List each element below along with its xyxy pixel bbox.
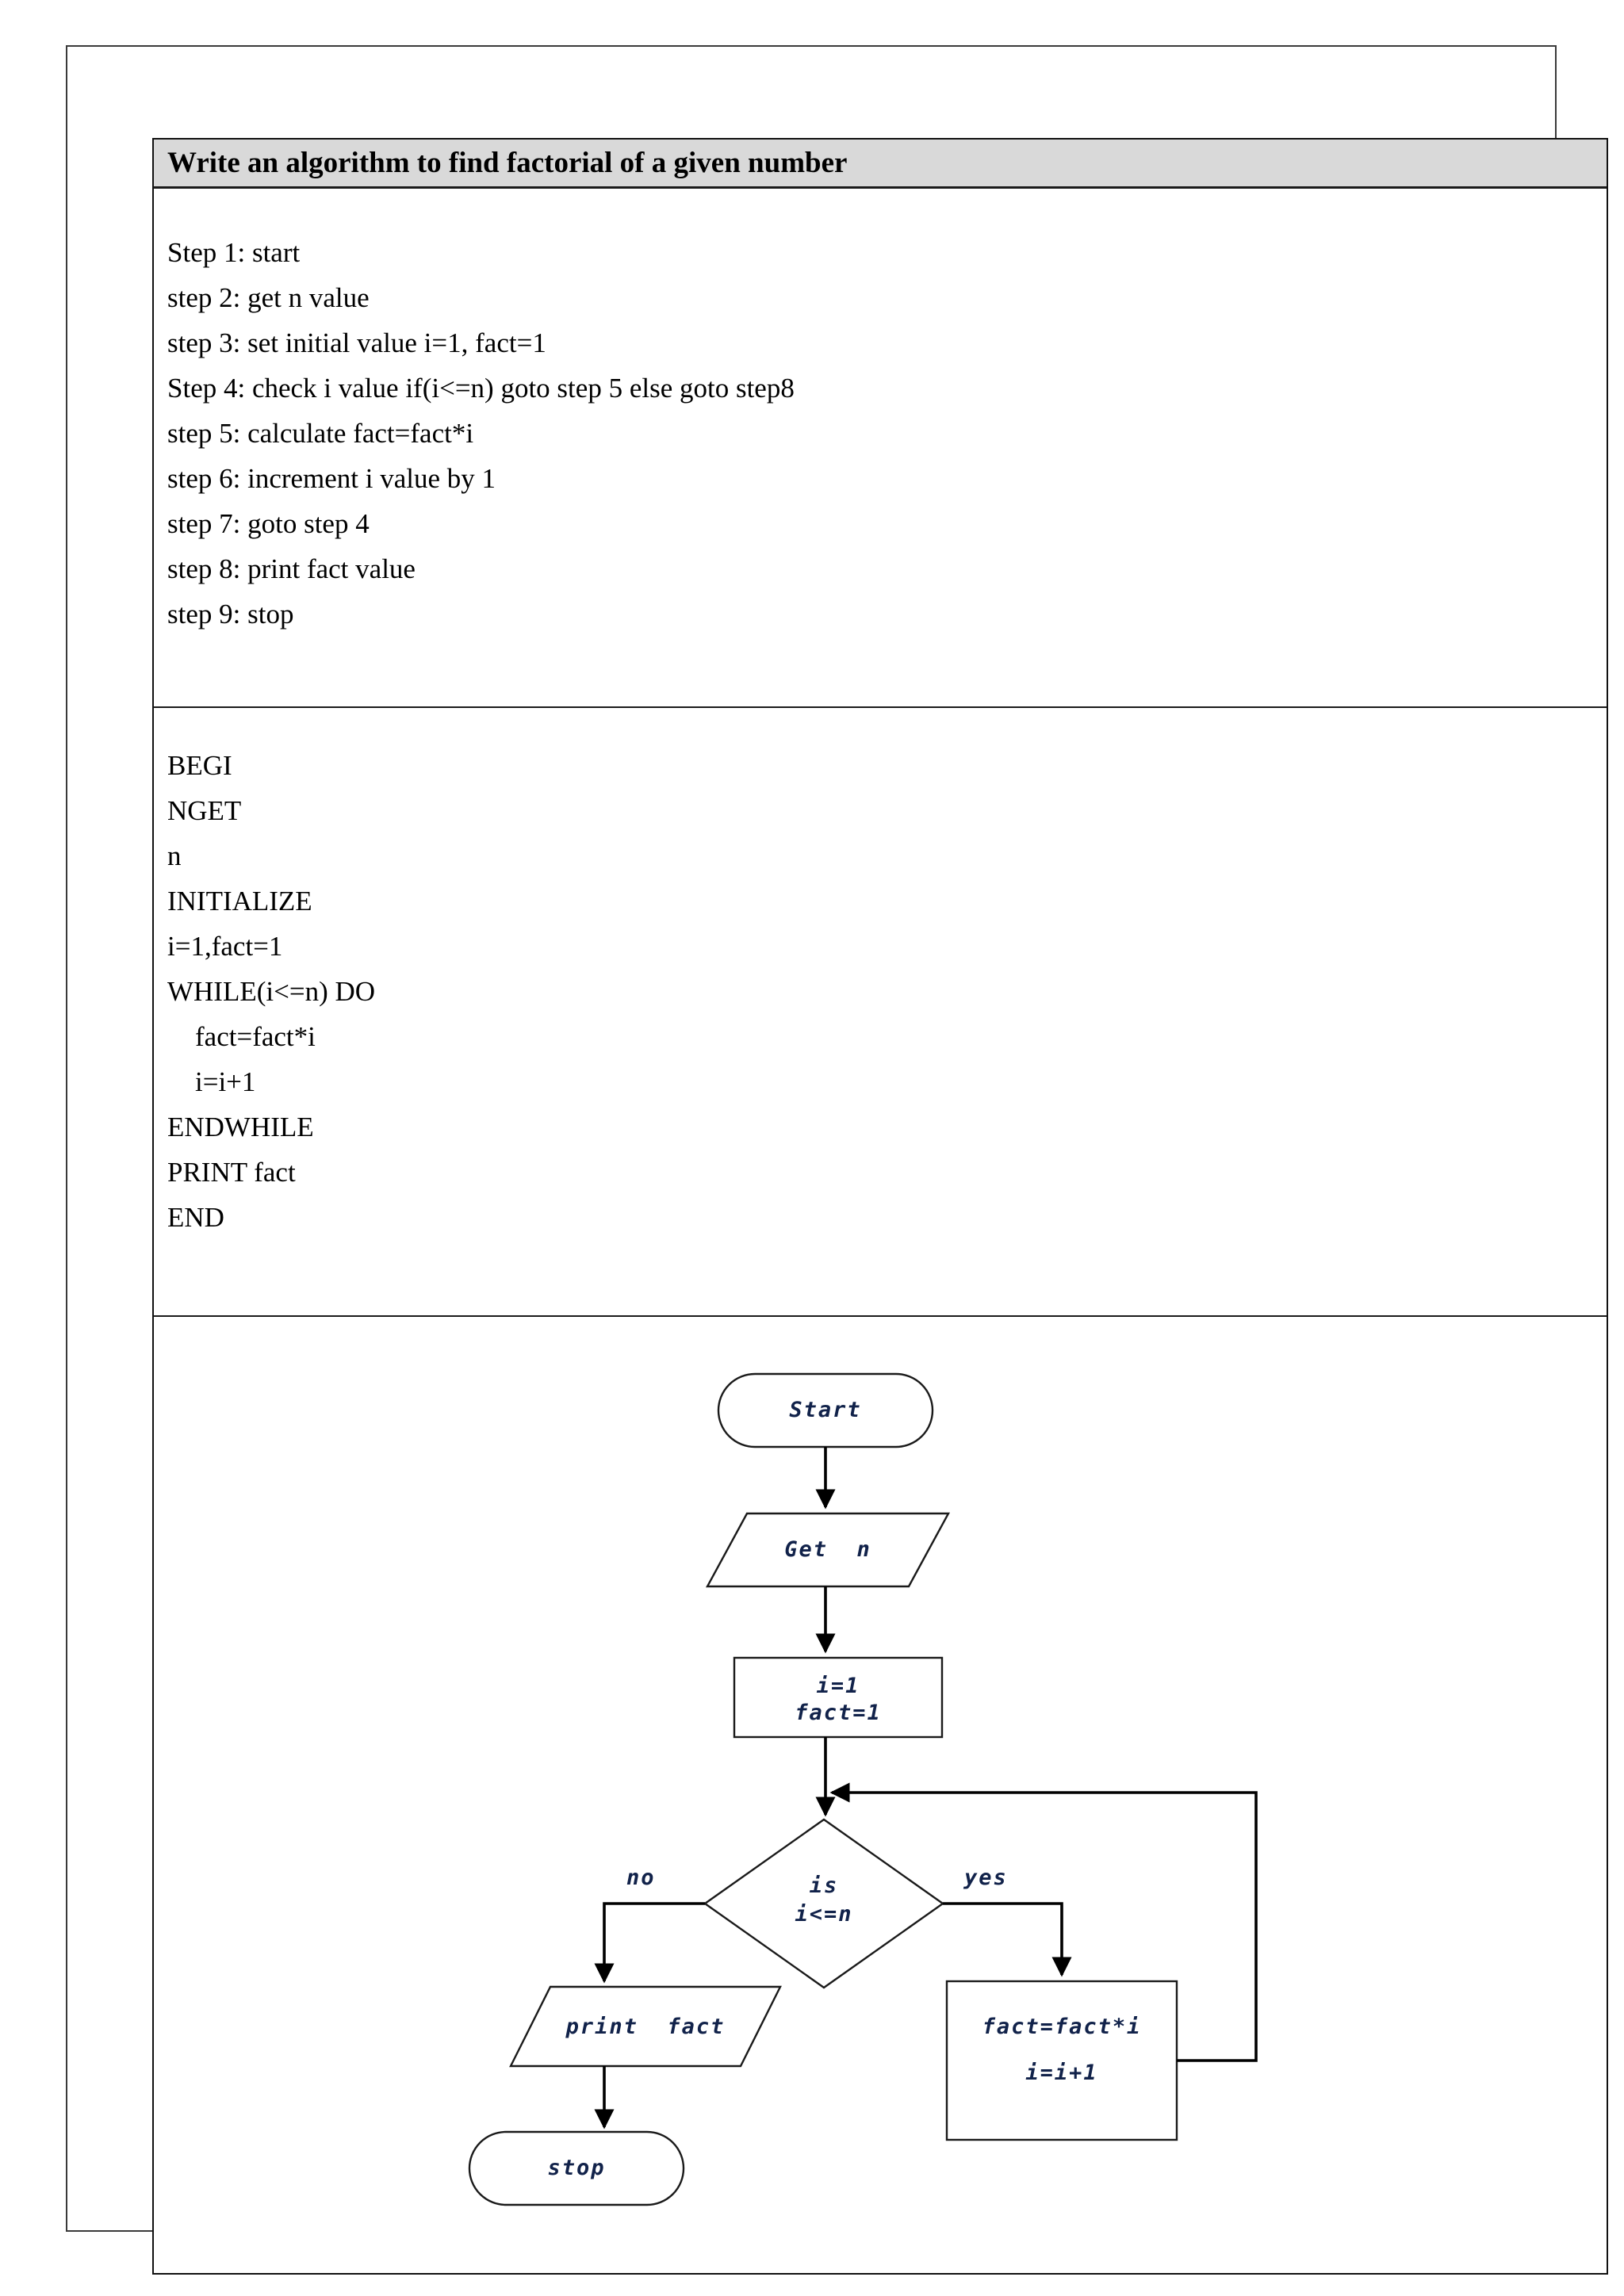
init-node-label-line2: fact=1 [795, 1701, 882, 1725]
input-node-label: Get n [784, 1537, 871, 1562]
edge-decision-no-to-output [594, 1902, 705, 1984]
init-node-label-line1: i=1 [816, 1674, 860, 1698]
algorithm-step-1: Step 1: start [167, 237, 301, 268]
algorithm-step-3: step 3: set initial value i=1, fact=1 [167, 327, 546, 358]
algorithm-section: Step 1: start step 2: get n value step 3… [154, 189, 1607, 708]
pseudocode-line-1: BEGI [167, 750, 232, 781]
pseudocode-line-8: i=i+1 [167, 1066, 256, 1097]
stop-terminator-shape [468, 2130, 685, 2206]
algorithm-step-5: step 5: calculate fact=fact*i [167, 418, 474, 449]
edge-process-loopback-to-decision [829, 1782, 1258, 2062]
input-parallelogram-shape [705, 1512, 951, 1588]
pseudocode-line-4: INITIALIZE [167, 886, 312, 916]
algorithm-step-8: step 8: print fact value [167, 553, 416, 584]
pseudocode-line-5: i=1,fact=1 [167, 931, 283, 962]
pseudocode-line-6: WHILE(i<=n) DO [167, 976, 376, 1007]
flowchart-diagram: Start Get n i=1 fact=1 is i<=n print fac… [154, 1317, 1607, 2273]
pseudocode-line-7: fact=fact*i [167, 1021, 316, 1052]
algorithm-step-9: step 9: stop [167, 599, 294, 629]
pseudocode-line-2: NGET [167, 795, 242, 826]
process-node-label-line1: fact=fact*i [982, 2015, 1142, 2039]
process-node-label-line2: i=i+1 [1025, 2061, 1098, 2085]
decision-diamond-shape [703, 1818, 945, 1989]
flowchart-section: Start Get n i=1 fact=1 is i<=n print fac… [154, 1317, 1607, 2273]
pseudocode-section: BEGI NGET n INITIALIZE i=1,fact=1 WHILE(… [154, 708, 1607, 1317]
decision-node-label-line1: is [809, 1873, 839, 1898]
page-frame: Write an algorithm to find factorial of … [66, 45, 1608, 2275]
start-terminator-label: Start [789, 1398, 862, 1422]
algorithm-step-6: step 6: increment i value by 1 [167, 463, 496, 494]
algorithm-step-2: step 2: get n value [167, 282, 370, 313]
page-title: Write an algorithm to find factorial of … [167, 147, 848, 179]
edge-label-no: no [626, 1866, 656, 1890]
pseudocode-line-3: n [167, 840, 182, 871]
document-table: Write an algorithm to find factorial of … [152, 138, 1608, 2275]
init-rectangle-shape [733, 1656, 944, 1739]
decision-node-label-line2: i<=n [795, 1902, 853, 1927]
flowchart-svg [468, 1372, 1258, 2206]
title-row: Write an algorithm to find factorial of … [154, 140, 1607, 189]
algorithm-step-4: Step 4: check i value if(i<=n) goto step… [167, 373, 795, 404]
pseudocode-line-9: ENDWHILE [167, 1112, 314, 1142]
pseudocode-line-11: END [167, 1202, 224, 1233]
edge-decision-yes-to-process [943, 1902, 1072, 1977]
algorithm-step-7: step 7: goto step 4 [167, 508, 370, 539]
stop-terminator-label: stop [547, 2156, 606, 2180]
edge-label-yes: yes [964, 1866, 1008, 1890]
output-node-label: print fact [565, 2015, 726, 2039]
pseudocode-line-10: PRINT fact [167, 1157, 296, 1188]
output-parallelogram-shape [509, 1985, 782, 2068]
